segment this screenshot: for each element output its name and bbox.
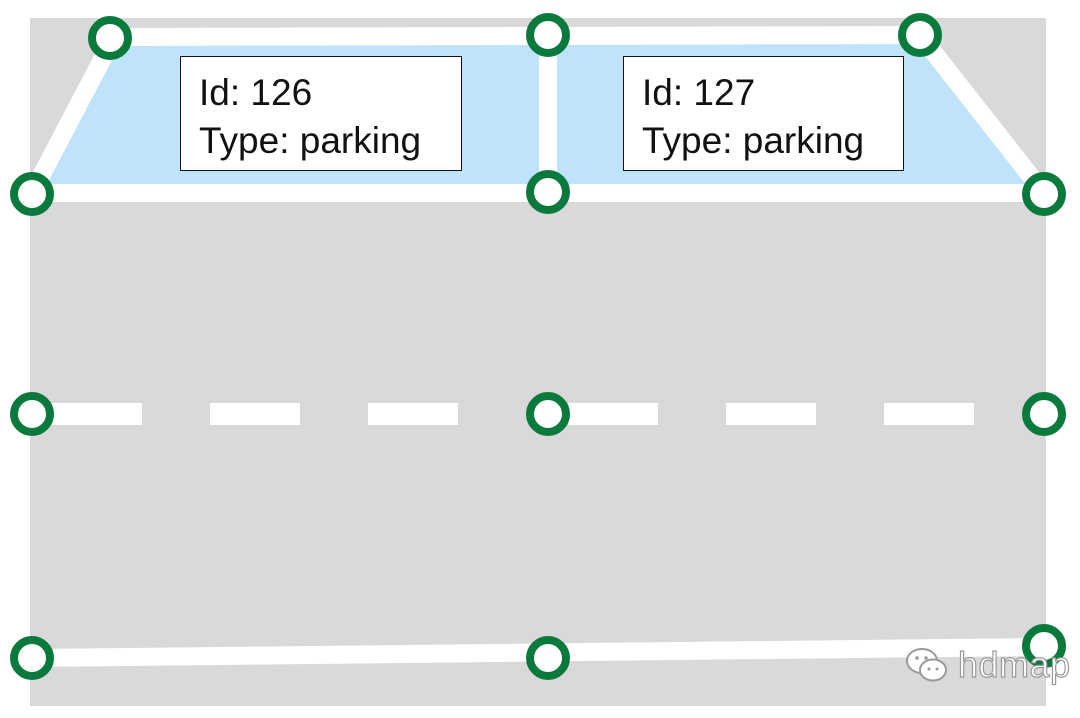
parking-area-label-127: Id: 127 Type: parking (623, 56, 904, 171)
circle-node-icon[interactable] (1022, 172, 1066, 216)
parking-right-boundary (912, 29, 1052, 199)
parking-top-boundary (113, 26, 921, 46)
circle-node-icon[interactable] (10, 172, 54, 216)
area-id-text: Id: 127 (642, 72, 756, 113)
circle-node-icon[interactable] (1022, 392, 1066, 436)
circle-node-icon[interactable] (526, 636, 570, 680)
wechat-icon (906, 648, 947, 682)
dash (52, 403, 142, 425)
map-nodes (10, 13, 1066, 680)
parking-area-label-126: Id: 126 Type: parking (180, 56, 462, 171)
watermark: hdmap (904, 642, 1071, 688)
area-id-text: Id: 126 (199, 72, 313, 113)
dash (884, 403, 974, 425)
area-type-text: Type: parking (642, 120, 865, 161)
dash (568, 403, 658, 425)
watermark-text: hdmap (957, 643, 1071, 685)
area-type-text: Type: parking (199, 120, 422, 161)
circle-node-icon[interactable] (1022, 624, 1066, 668)
dash (210, 403, 300, 425)
parking-left-boundary (24, 32, 122, 198)
circle-node-icon[interactable] (526, 13, 570, 57)
circle-node-icon[interactable] (526, 392, 570, 436)
circle-node-icon[interactable] (898, 13, 942, 57)
dash (726, 403, 816, 425)
circle-node-icon[interactable] (10, 636, 54, 680)
circle-node-icon[interactable] (88, 16, 132, 60)
circle-node-icon[interactable] (10, 392, 54, 436)
dash (368, 403, 458, 425)
center-dashed-line (52, 403, 974, 425)
circle-node-icon[interactable] (526, 170, 570, 214)
